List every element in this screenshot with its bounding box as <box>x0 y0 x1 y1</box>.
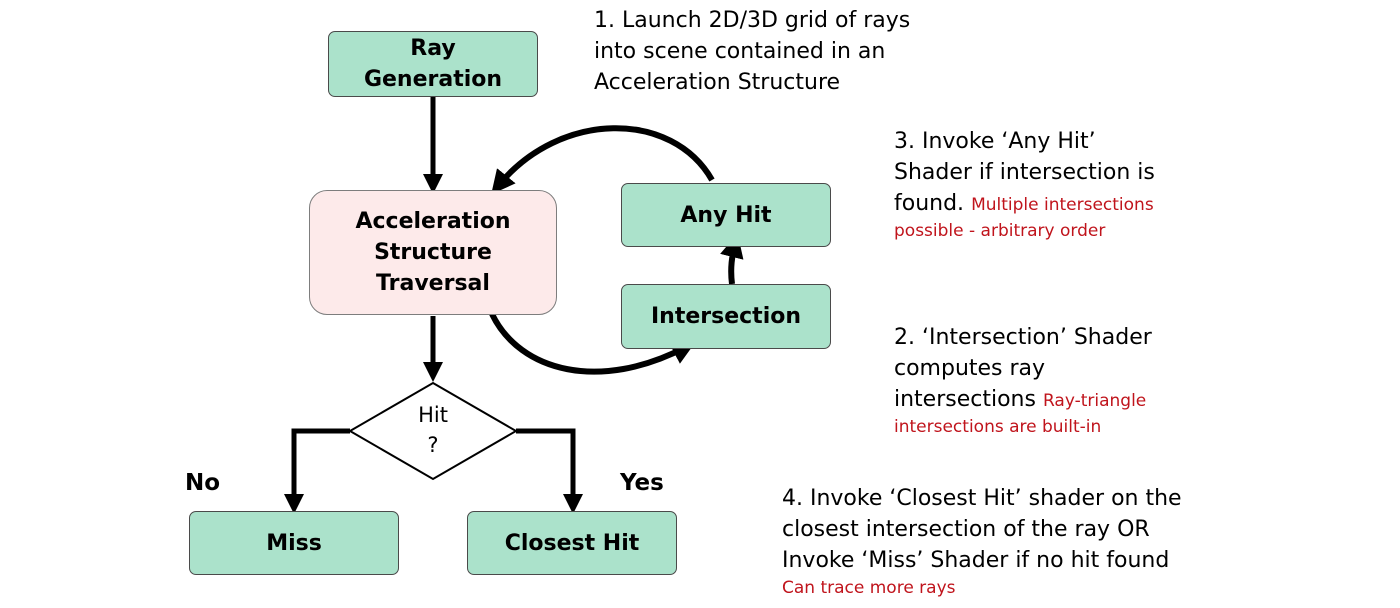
note1-line-2: into scene contained in an <box>594 39 886 64</box>
intersection-node: Intersection <box>621 284 831 349</box>
acceleration-structure-traversal-node: Acceleration Structure Traversal <box>309 190 557 315</box>
arrow-decision-to-miss <box>284 428 350 514</box>
traversal-line-1: Acceleration <box>355 209 511 234</box>
note3-red-line-2: possible - arbitrary order <box>894 221 1106 241</box>
note3-line-1: 3. Invoke ‘Any Hit’ <box>894 129 1096 154</box>
branch-label-yes: Yes <box>620 470 664 496</box>
note3-line-2: Shader if intersection is <box>894 160 1155 185</box>
arrow-intersection-to-any-hit <box>720 233 744 285</box>
branch-label-no: No <box>185 470 221 496</box>
note1-line-1: 1. Launch 2D/3D grid of rays <box>594 8 911 33</box>
note4-red-line: Can trace more rays <box>782 578 956 598</box>
note2-red-line-1: Ray-triangle <box>1042 391 1147 411</box>
arrow-decision-to-closest-hit <box>516 428 583 514</box>
intersection-label: Intersection <box>650 304 802 329</box>
miss-label: Miss <box>266 530 322 556</box>
ray-generation-line-2: Generation <box>363 67 503 92</box>
closest-hit-label: Closest Hit <box>504 530 640 556</box>
any-hit-label: Any Hit <box>680 202 772 228</box>
curve-any-hit-to-traversal <box>491 125 715 195</box>
note1-line-3: Acceleration Structure <box>594 70 841 95</box>
decision-line-1: Hit <box>418 403 448 427</box>
ray-generation-line-1: Ray <box>410 36 456 61</box>
note-any-hit: 3. Invoke ‘Any Hit’ Shader if intersecti… <box>894 126 1155 244</box>
note-closest-hit: 4. Invoke ‘Closest Hit’ shader on the cl… <box>782 483 1182 601</box>
note4-line-2: closest intersection of the ray OR <box>782 517 1150 542</box>
miss-node: Miss <box>189 511 399 575</box>
note-ray-generation: 1. Launch 2D/3D grid of rays into scene … <box>594 5 910 98</box>
note4-line-1: 4. Invoke ‘Closest Hit’ shader on the <box>782 486 1182 511</box>
decision-line-2: ? <box>427 433 439 457</box>
note2-line-2: computes ray <box>894 356 1046 381</box>
note4-line-3: Invoke ‘Miss’ Shader if no hit found <box>782 548 1170 573</box>
note3-red-line-1: Multiple intersections <box>971 195 1154 215</box>
traversal-line-2: Structure <box>374 240 492 265</box>
any-hit-node: Any Hit <box>621 183 831 247</box>
curve-traversal-to-intersection <box>489 312 696 375</box>
note2-line-3: intersections <box>894 387 1036 412</box>
note3-line-3: found. <box>894 191 965 216</box>
hit-decision-diamond <box>348 381 518 481</box>
note2-line-1: 2. ‘Intersection’ Shader <box>894 325 1152 350</box>
note2-red-line-2: intersections are built-in <box>894 417 1102 437</box>
ray-generation-node: Ray Generation <box>328 31 538 97</box>
hit-decision-text: Hit ? <box>403 400 463 460</box>
note-intersection: 2. ‘Intersection’ Shader computes ray in… <box>894 322 1152 440</box>
traversal-line-3: Traversal <box>376 271 490 296</box>
closest-hit-node: Closest Hit <box>467 511 677 575</box>
